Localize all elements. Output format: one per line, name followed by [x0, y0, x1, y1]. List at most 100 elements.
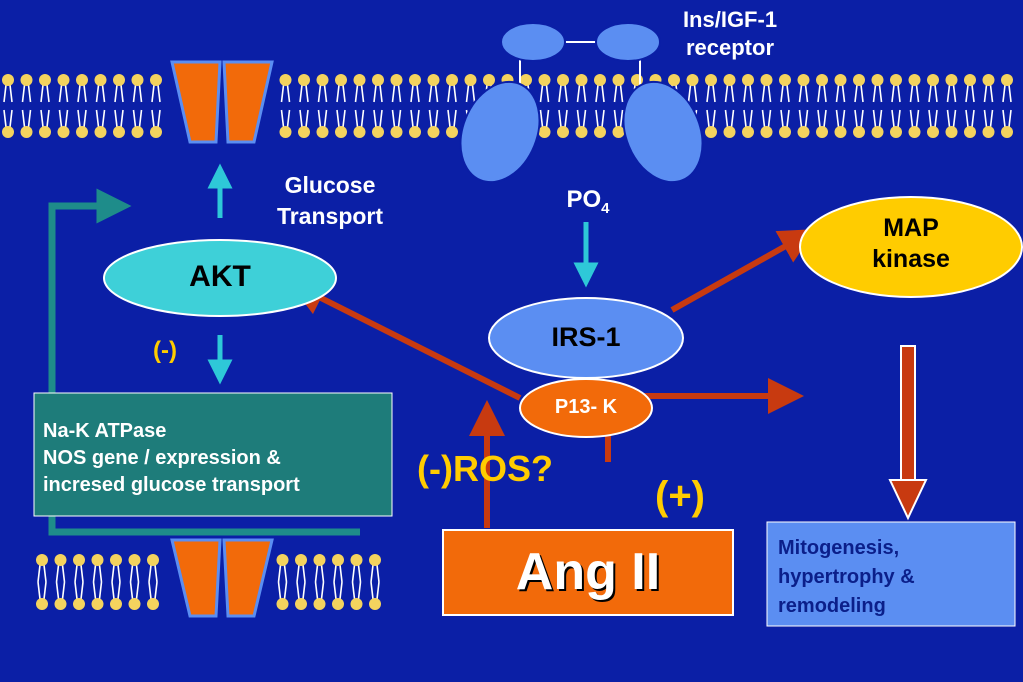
- glucose-label-line2: Transport: [276, 203, 384, 229]
- lipid-molecule: [594, 74, 606, 103]
- lipid-molecule: [372, 74, 384, 103]
- akt-label: AKT: [189, 260, 251, 293]
- lipid-molecule: [276, 581, 289, 610]
- po4-subscript: 4: [601, 199, 610, 217]
- lipid-molecule: [612, 74, 625, 103]
- lipid-molecule: [723, 74, 736, 103]
- negative-label: (-): [153, 337, 177, 364]
- lipid-molecule: [147, 554, 159, 583]
- lipid-molecule: [335, 109, 347, 138]
- lipid-molecule: [94, 74, 107, 103]
- na-k-atpase-box: [33, 392, 393, 517]
- glucose-channel-top: [170, 60, 274, 144]
- lipid-molecule: [369, 581, 381, 610]
- receptor-label: Ins/IGF-1 receptor: [655, 6, 805, 62]
- lipid-molecule: [908, 109, 921, 138]
- lipid-molecule: [20, 109, 33, 138]
- lipid-molecule: [890, 74, 902, 103]
- lipid-molecule: [128, 581, 141, 610]
- glucose-transport-label: Glucose Transport: [255, 170, 405, 232]
- lipid-molecule: [908, 74, 921, 103]
- lipid-molecule: [335, 74, 347, 103]
- pi3k-to-akt-arrow: [288, 281, 522, 401]
- lipid-molecule: [76, 74, 88, 103]
- map-to-mitogenesis-arrow: [888, 345, 928, 521]
- lipid-molecule: [427, 109, 440, 138]
- map-label-line2: kinase: [872, 245, 950, 273]
- lipid-molecule: [945, 74, 958, 103]
- box-line2: NOS gene / expression &: [43, 447, 281, 469]
- lipid-molecule: [686, 74, 699, 103]
- lipid-molecule: [575, 109, 588, 138]
- lipid-molecule: [54, 554, 67, 583]
- lipid-molecule: [279, 74, 292, 103]
- lipid-molecule: [779, 109, 791, 138]
- lipid-molecule: [54, 581, 67, 610]
- lipid-molecule: [369, 554, 381, 583]
- lipid-molecule: [350, 581, 363, 610]
- lipid-molecule: [705, 109, 717, 138]
- lipid-molecule: [871, 109, 884, 138]
- lipid-molecule: [94, 109, 107, 138]
- lipid-molecule: [36, 554, 48, 583]
- glucose-channel-bottom: [170, 538, 274, 618]
- lipid-molecule: [298, 109, 310, 138]
- lipid-molecule: [36, 581, 48, 610]
- akt-node: [103, 239, 337, 317]
- lipid-molecule: [295, 554, 307, 583]
- lipid-molecule: [927, 109, 939, 138]
- po4-label: PO4: [548, 186, 628, 217]
- lipid-molecule: [39, 74, 51, 103]
- lipid-molecule: [332, 554, 344, 583]
- lipid-molecule: [409, 109, 421, 138]
- lipid-molecule: [276, 554, 289, 583]
- lipid-molecule: [295, 581, 307, 610]
- mitogenesis-box: [766, 521, 1016, 627]
- lipid-molecule: [353, 74, 366, 103]
- lipid-molecule: [1001, 109, 1013, 138]
- lipid-molecule: [964, 74, 976, 103]
- lipid-molecule: [390, 74, 403, 103]
- lipid-molecule: [128, 554, 141, 583]
- lipid-molecule: [557, 74, 569, 103]
- lipid-molecule: [816, 109, 828, 138]
- lipid-molecule: [797, 74, 810, 103]
- map-kinase-node: [799, 196, 1023, 298]
- lipid-molecule: [705, 74, 717, 103]
- lipid-molecule: [834, 109, 847, 138]
- mito-line2: hypertrophy &: [778, 566, 915, 588]
- lipid-molecule: [150, 74, 162, 103]
- lipid-molecule: [113, 74, 125, 103]
- lipid-molecule: [723, 109, 736, 138]
- lipid-molecule: [594, 109, 606, 138]
- lipid-molecule: [446, 109, 458, 138]
- lipid-molecule: [816, 74, 828, 103]
- mitogenesis-text: Mitogenesis, hypertrophy & remodeling: [778, 534, 1008, 621]
- ang-ii-box: [442, 529, 734, 616]
- lipid-molecule: [1001, 74, 1013, 103]
- lipid-molecule: [890, 109, 902, 138]
- lipid-molecule: [298, 74, 310, 103]
- lipid-molecule: [39, 109, 51, 138]
- na-k-atpase-text: Na-K ATPase NOS gene / expression & incr…: [43, 418, 388, 499]
- lipid-molecule: [760, 109, 773, 138]
- lipid-molecule: [313, 581, 326, 610]
- mito-line3: remodeling: [778, 595, 886, 617]
- lipid-molecule: [20, 74, 33, 103]
- lipid-molecule: [91, 581, 104, 610]
- irs1-label: IRS-1: [551, 322, 621, 352]
- cell-membrane-bottom: [36, 554, 381, 610]
- lipid-molecule: [147, 581, 159, 610]
- lipid-molecule: [575, 74, 588, 103]
- ang-ii-label: Ang II: [515, 543, 661, 601]
- lipid-molecule: [945, 109, 958, 138]
- box-line1: Na-K ATPase: [43, 420, 167, 442]
- positive-label: (+): [655, 474, 705, 518]
- lipid-molecule: [779, 74, 791, 103]
- lipid-molecule: [110, 581, 122, 610]
- insulin-receptor: [459, 22, 704, 184]
- lipid-molecule: [332, 581, 344, 610]
- receptor-label-line1: Ins/IGF-1: [682, 7, 778, 32]
- lipid-molecule: [76, 109, 88, 138]
